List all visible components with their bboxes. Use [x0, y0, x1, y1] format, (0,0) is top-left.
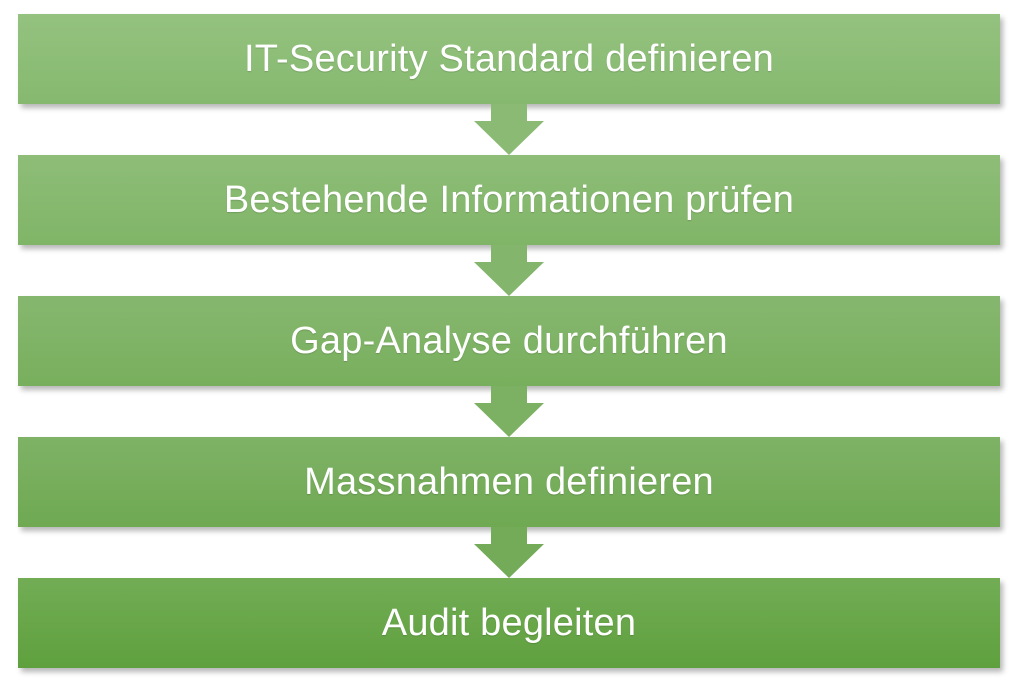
down-arrow-icon — [474, 527, 544, 578]
step-check-existing-information: Bestehende Informationen prüfen — [18, 155, 1000, 245]
step-accompany-audit: Audit begleiten — [18, 578, 1000, 668]
step-label: Bestehende Informationen prüfen — [223, 178, 795, 221]
step-label: Audit begleiten — [381, 601, 637, 644]
step-define-measures: Massnahmen definieren — [18, 437, 1000, 527]
process-flow-diagram: IT-Security Standard definieren Bestehen… — [18, 14, 1000, 670]
step-perform-gap-analysis: Gap-Analyse durchführen — [18, 296, 1000, 386]
down-arrow-icon — [474, 245, 544, 296]
step-label: Gap-Analyse durchführen — [290, 319, 728, 362]
down-arrow-icon — [474, 386, 544, 437]
step-label: IT-Security Standard definieren — [243, 37, 775, 80]
step-label: Massnahmen definieren — [304, 460, 714, 503]
down-arrow-icon — [474, 104, 544, 155]
step-define-it-security-standard: IT-Security Standard definieren — [18, 14, 1000, 104]
